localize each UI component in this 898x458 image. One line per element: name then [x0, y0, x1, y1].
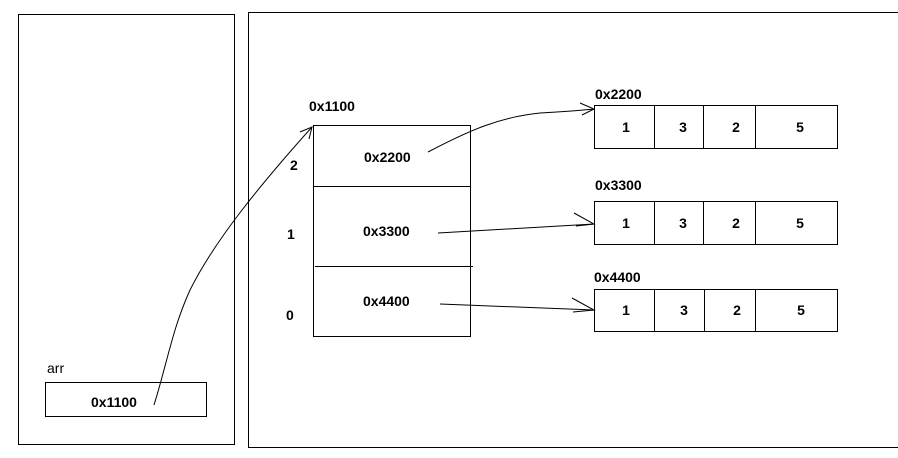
- heap-region: [248, 12, 898, 448]
- pointer-arrow: [439, 303, 595, 311]
- inner-array-address: 0x2200: [595, 86, 642, 102]
- pointer-arrow: [427, 108, 595, 153]
- array-element: 1: [622, 119, 630, 135]
- stack-region: [18, 14, 235, 445]
- slot-index: 1: [287, 226, 295, 242]
- variable-box: [45, 382, 207, 417]
- array-element: 5: [796, 215, 804, 231]
- slot-index: 0: [286, 307, 294, 323]
- slot-value: 0x3300: [363, 223, 410, 239]
- slot-value: 0x4400: [363, 293, 410, 309]
- array-element: 3: [679, 119, 687, 135]
- arrow-head: [299, 126, 313, 140]
- inner-array-address: 0x4400: [594, 269, 641, 285]
- array-element: 5: [796, 119, 804, 135]
- array-element: 1: [622, 215, 630, 231]
- pointer-arrow: [437, 223, 595, 234]
- inner-array-box: [594, 201, 838, 245]
- array-element: 5: [797, 302, 805, 318]
- arrow-head: [571, 297, 596, 313]
- slot-value: 0x2200: [364, 149, 411, 165]
- slot-index: 2: [290, 157, 298, 173]
- pointer-arrow: [153, 126, 313, 406]
- inner-array-address: 0x3300: [595, 177, 642, 193]
- array-element: 1: [622, 302, 630, 318]
- variable-value: 0x1100: [91, 394, 137, 410]
- array-element: 2: [733, 302, 741, 318]
- arrow-head: [579, 102, 596, 116]
- inner-array-box: [594, 289, 838, 332]
- array-element: 3: [679, 215, 687, 231]
- array-element: 2: [732, 215, 740, 231]
- array-element: 2: [732, 119, 740, 135]
- array-element: 3: [680, 302, 688, 318]
- inner-array-box: [594, 105, 838, 149]
- outer-array-address: 0x1100: [309, 98, 355, 114]
- arrow-head: [573, 212, 596, 227]
- variable-name: arr: [47, 360, 64, 376]
